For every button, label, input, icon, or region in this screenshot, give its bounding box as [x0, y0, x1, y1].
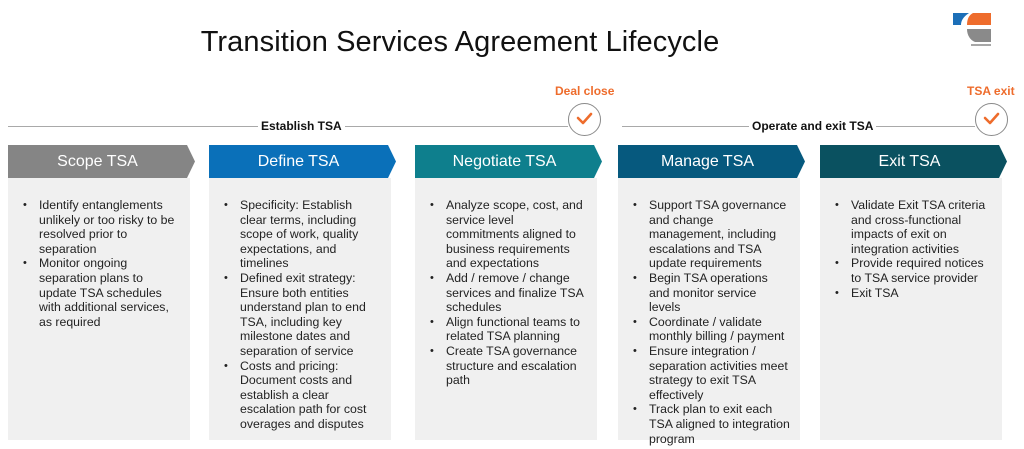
- bullet-item: Track plan to exit each TSA aligned to i…: [626, 402, 790, 446]
- stage-header-exit: Exit TSA: [820, 145, 1007, 178]
- page-title: Transition Services Agreement Lifecycle: [200, 26, 720, 58]
- stage-card-define: Specificity: Establish clear terms, incl…: [209, 178, 391, 440]
- bullet-item: Provide required notices to TSA service …: [828, 256, 992, 285]
- bullet-item: Costs and pricing: Document costs and es…: [217, 359, 381, 432]
- milestone-tsa-exit-label: TSA exit: [967, 84, 1015, 98]
- bullet-item: Ensure integration / separation activiti…: [626, 344, 790, 402]
- stage-header-manage: Manage TSA: [618, 145, 805, 178]
- phase-label-operate: Operate and exit TSA: [749, 119, 877, 133]
- milestone-deal-close-label: Deal close: [555, 84, 615, 98]
- stage-card-negotiate: Analyze scope, cost, and service level c…: [415, 178, 597, 440]
- checkmark-icon: [983, 112, 1000, 125]
- bullet-item: Identify entanglements unlikely or too r…: [16, 198, 180, 256]
- phase-label-establish: Establish TSA: [258, 119, 345, 133]
- bullet-item: Analyze scope, cost, and service level c…: [423, 198, 587, 271]
- stage-card-scope: Identify entanglements unlikely or too r…: [8, 178, 190, 440]
- milestone-deal-close: [568, 103, 601, 136]
- stage-header-define: Define TSA: [209, 145, 396, 178]
- stage-card-exit: Validate Exit TSA criteria and cross-fun…: [820, 178, 1002, 440]
- milestone-tsa-exit: [975, 103, 1008, 136]
- bullet-item: Monitor ongoing separation plans to upda…: [16, 256, 180, 329]
- bullet-item: Align functional teams to related TSA pl…: [423, 315, 587, 344]
- stage-header-negotiate: Negotiate TSA: [415, 145, 602, 178]
- bullet-item: Begin TSA operations and monitor service…: [626, 271, 790, 315]
- stage-card-manage: Support TSA governance and change manage…: [618, 178, 800, 446]
- bullet-item: Defined exit strategy: Ensure both entit…: [217, 271, 381, 359]
- checkmark-icon: [576, 112, 593, 125]
- bullet-item: Specificity: Establish clear terms, incl…: [217, 198, 381, 271]
- company-logo-icon: [953, 9, 997, 51]
- bullet-item: Create TSA governance structure and esca…: [423, 344, 587, 388]
- bullet-item: Add / remove / change services and final…: [423, 271, 587, 315]
- bullet-item: Support TSA governance and change manage…: [626, 198, 790, 271]
- bullet-item: Exit TSA: [828, 286, 992, 301]
- bullet-item: Validate Exit TSA criteria and cross-fun…: [828, 198, 992, 256]
- stage-header-scope: Scope TSA: [8, 145, 195, 178]
- bullet-item: Coordinate / validate monthly billing / …: [626, 315, 790, 344]
